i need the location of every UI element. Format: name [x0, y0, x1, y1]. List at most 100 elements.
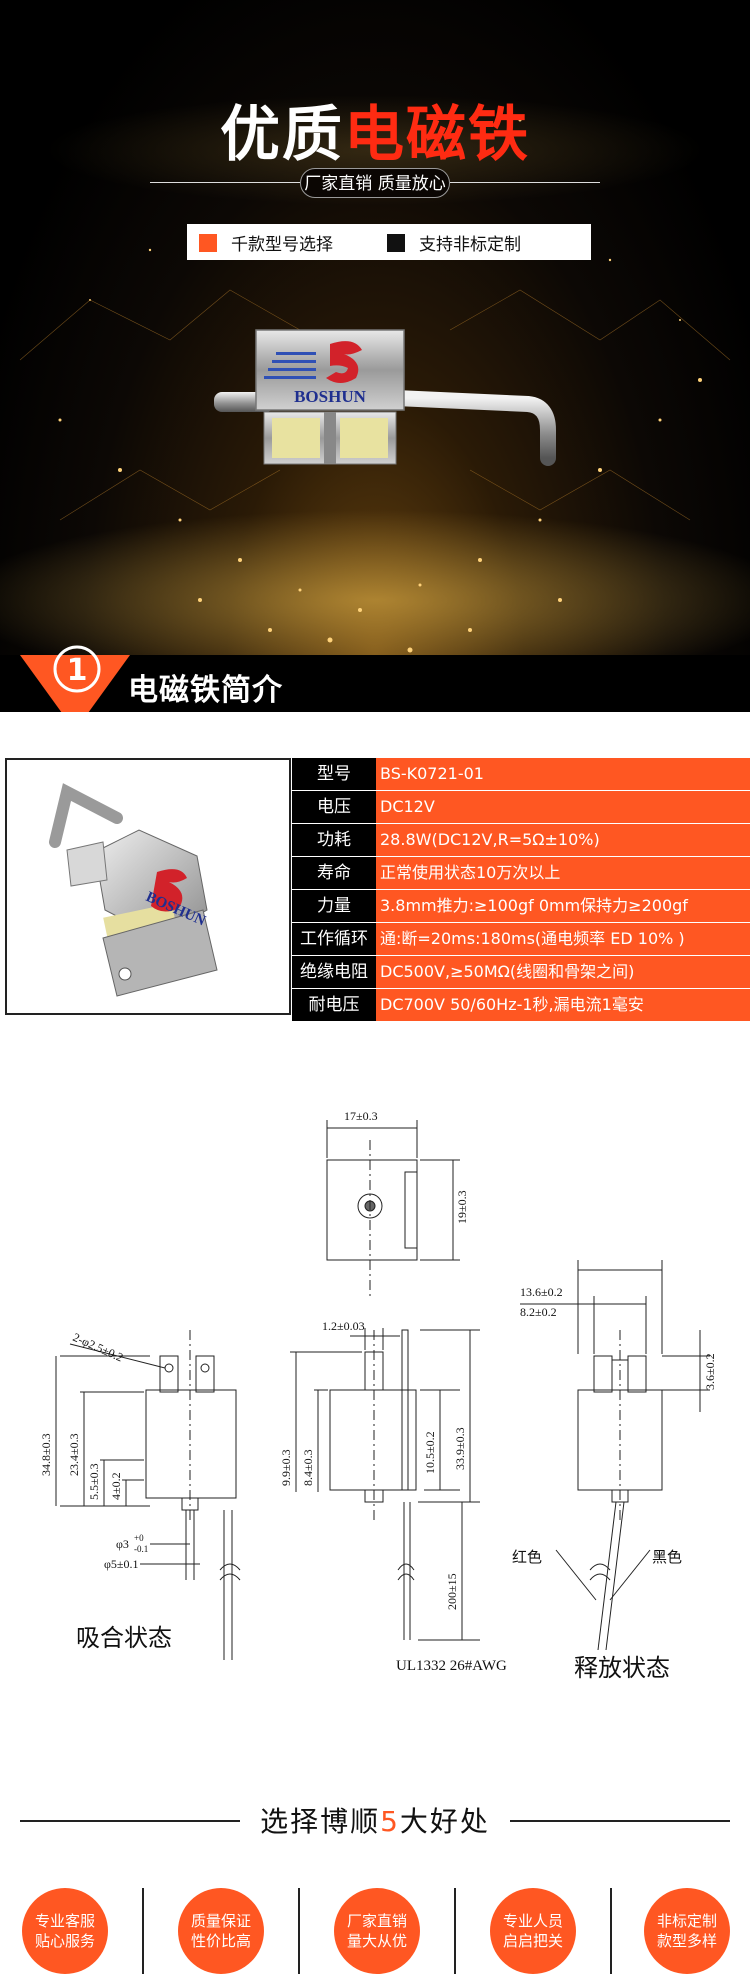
caption-closed-state: 吸合状态 — [76, 1625, 172, 1652]
hero-subtitle: 厂家直销 质量放心 — [300, 168, 450, 198]
spec-label: 寿命 — [292, 857, 376, 889]
dim-collar: φ5±0.1 — [104, 1557, 139, 1571]
spec-value: 3.8mm推力:≥100gf 0mm保持力≥200gf — [380, 896, 688, 915]
dim-hole: 2-φ2.5±0.2 — [71, 1330, 126, 1365]
product-solenoid-image: BOSHUN — [214, 329, 556, 466]
hero-banner: BOSHUN 优质电磁铁 厂家直销 质量放心 千款型号选择 支持非标定制 1 电… — [0, 0, 750, 712]
tag-square-black — [387, 234, 405, 252]
spec-label: 功耗 — [292, 824, 376, 856]
advantage-line1: 质量保证 — [190, 1912, 251, 1930]
dim-right-tab: 3.6±0.2 — [703, 1353, 717, 1390]
technical-drawing: 17±0.3 19±0.3 2-φ2.5±0.2 34.8±0.3 23.4±0… — [39, 1109, 717, 1682]
advantages-title-post: 大好处 — [399, 1805, 490, 1838]
spec-value: DC700V 50/60Hz-1秒,漏电流1毫安 — [380, 995, 644, 1014]
dim-right-pitch: 8.2±0.2 — [520, 1305, 557, 1319]
dim-lead-length: 200±15 — [445, 1573, 459, 1610]
spec-label: 电压 — [292, 791, 376, 823]
subtitle-divider-left — [150, 182, 300, 183]
starfield-background: BOSHUN — [0, 95, 750, 690]
spec-value: 正常使用状态10万次以上 — [380, 863, 561, 882]
dim-left-stroke: 5.5±0.3 — [87, 1463, 101, 1500]
advantages-title-number: 5 — [380, 1805, 400, 1838]
tag-custom: 支持非标定制 — [419, 235, 521, 255]
caption-released-state: 释放状态 — [574, 1655, 670, 1682]
advantage-line2: 贴心服务 — [34, 1932, 95, 1950]
dim-shaft: φ3 — [116, 1537, 129, 1551]
dim-right-width: 13.6±0.2 — [520, 1285, 563, 1299]
dim-top-height: 19±0.3 — [455, 1190, 469, 1224]
section-header-background — [0, 655, 750, 712]
dim-mid-d: 33.9±0.3 — [453, 1427, 467, 1470]
dim-mid-a: 9.9±0.3 — [279, 1449, 293, 1486]
product-photo-solenoid: BOSHUN — [49, 783, 218, 997]
advantage-item: 专业人员 启启把关 — [490, 1888, 576, 1974]
dim-mid-c: 10.5±0.2 — [423, 1431, 437, 1474]
spec-row: 电压 DC12V — [292, 791, 750, 823]
section-number-badge: 1 — [20, 645, 130, 712]
section-number: 1 — [67, 653, 88, 688]
advantage-separator — [142, 1888, 144, 1974]
advantage-line1: 专业人员 — [502, 1912, 563, 1930]
spec-value: 通:断=20ms:180ms(通电频率 ED 10% ) — [380, 929, 685, 948]
dim-shaft-tol-lower: -0.1 — [134, 1544, 148, 1554]
spec-value: BS-K0721-01 — [380, 764, 484, 783]
lead-red-label: 红色 — [512, 1549, 542, 1566]
advantages-title-pre: 选择博顺 — [260, 1805, 381, 1838]
advantages-header: 选择博顺5大好处 — [0, 1800, 750, 1840]
hero-title-white: 优质 — [220, 100, 344, 170]
tag-square-orange — [199, 234, 217, 252]
dim-mid-plunger: 1.2±0.03 — [322, 1319, 365, 1333]
dim-left-height: 34.8±0.3 — [39, 1433, 53, 1476]
advantage-item: 非标定制 款型多样 — [644, 1888, 730, 1974]
dim-left-body: 23.4±0.3 — [67, 1433, 81, 1476]
advantage-line2: 性价比高 — [190, 1932, 251, 1950]
spec-label: 工作循环 — [292, 923, 376, 955]
advantage-separator — [454, 1888, 456, 1974]
advantage-separator — [298, 1888, 300, 1974]
advantage-line2: 量大从优 — [346, 1932, 407, 1950]
advantage-separator — [610, 1888, 612, 1974]
hero-title-red: 电磁铁 — [344, 100, 530, 170]
top-view-flange — [404, 1171, 418, 1249]
advantages-rule-left — [20, 1820, 240, 1822]
advantage-line1: 专业客服 — [34, 1912, 95, 1930]
spec-row: 功耗 28.8W(DC12V,R=5Ω±10%) — [292, 824, 750, 856]
dim-left-offset: 4±0.2 — [109, 1472, 123, 1500]
left-view-body — [145, 1389, 237, 1499]
advantage-line2: 启启把关 — [502, 1932, 563, 1950]
hero-subtitle-group: 厂家直销 质量放心 — [150, 168, 600, 198]
subtitle-divider-right — [450, 182, 600, 183]
spec-row: 寿命 正常使用状态10万次以上 — [292, 857, 750, 889]
spec-row: 型号 BS-K0721-01 — [292, 758, 750, 790]
spec-label: 耐电压 — [292, 989, 376, 1021]
wire-spec: UL1332 26#AWG — [396, 1658, 507, 1674]
advantages-rule-right — [510, 1820, 730, 1822]
section-title: 电磁铁简介 — [128, 673, 283, 708]
advantage-item: 专业客服 贴心服务 — [22, 1888, 108, 1974]
spec-label: 型号 — [292, 758, 376, 790]
advantage-line2: 款型多样 — [656, 1932, 717, 1950]
spec-product-photo: BOSHUN — [5, 758, 291, 1015]
spec-value: DC12V — [380, 797, 435, 816]
dim-top-width: 17±0.3 — [344, 1109, 378, 1123]
dim-shaft-tol-upper: +0 — [134, 1533, 144, 1543]
dim-mid-b: 8.4±0.3 — [301, 1449, 315, 1486]
brand-logo-text: BOSHUN — [294, 387, 367, 406]
advantage-item: 厂家直销 量大从优 — [334, 1888, 420, 1974]
lead-black-label: 黑色 — [652, 1549, 682, 1566]
advantages-title: 选择博顺5大好处 — [0, 1800, 750, 1840]
advantage-line1: 厂家直销 — [346, 1912, 407, 1930]
hero-tag-bar: 千款型号选择 支持非标定制 — [187, 224, 591, 260]
middle-view-body — [329, 1389, 417, 1491]
advantage-line1: 非标定制 — [656, 1912, 717, 1930]
spec-label: 绝缘电阻 — [292, 956, 376, 988]
spec-row: 耐电压 DC700V 50/60Hz-1秒,漏电流1毫安 — [292, 989, 750, 1021]
spec-row: 绝缘电阻 DC500V,≥50MΩ(线圈和骨架之间) — [292, 956, 750, 988]
tag-models: 千款型号选择 — [231, 235, 333, 255]
advantage-item: 质量保证 性价比高 — [178, 1888, 264, 1974]
spec-row: 工作循环 通:断=20ms:180ms(通电频率 ED 10% ) — [292, 923, 750, 955]
spec-label: 力量 — [292, 890, 376, 922]
section-header-bar: 1 电磁铁简介 — [0, 645, 750, 712]
spec-value: DC500V,≥50MΩ(线圈和骨架之间) — [380, 962, 635, 981]
hero-title: 优质电磁铁 — [0, 86, 750, 173]
